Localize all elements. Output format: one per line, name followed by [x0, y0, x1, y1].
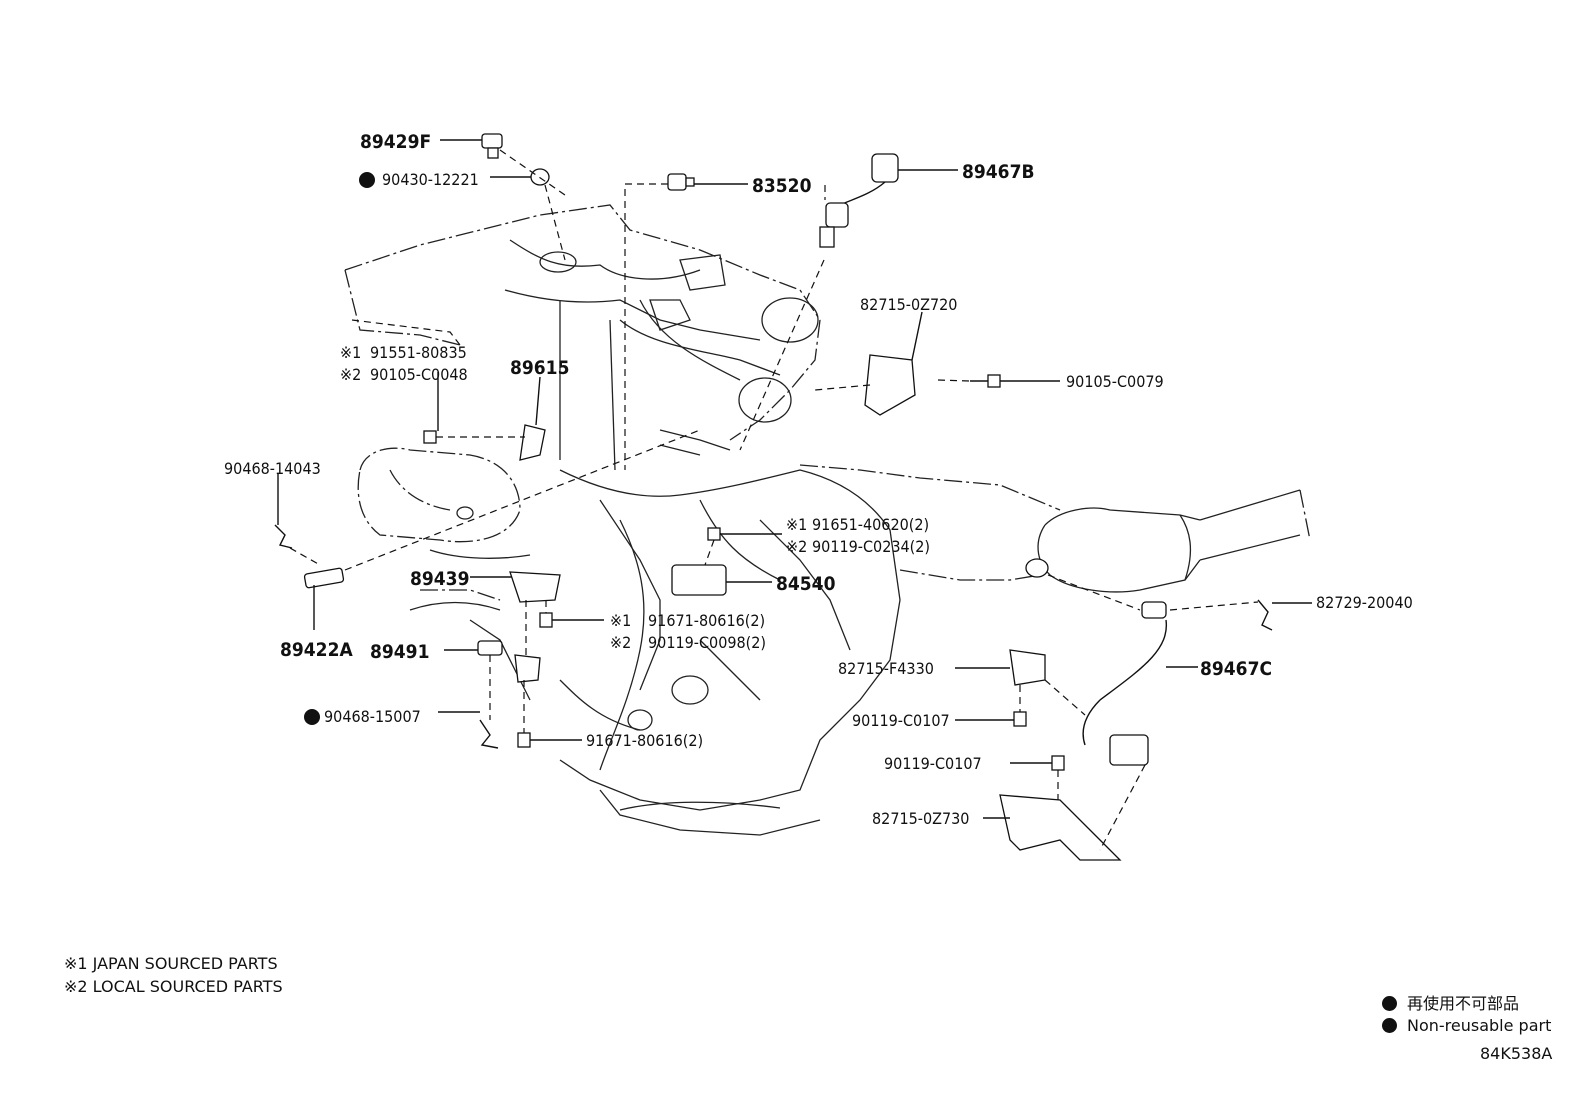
label-91651-40620: 91651-40620(2) [812, 515, 929, 534]
mark-japan-sourced-2: ※1 [786, 515, 807, 534]
label-90119-C0234: 90119-C0234(2) [812, 537, 930, 556]
mark-local-sourced-2: ※2 [786, 537, 807, 556]
label-91671-80616-a: 91671-80616(2) [648, 611, 765, 630]
label-90119-C0107-b: 90119-C0107 [884, 754, 982, 773]
label-90119-C0107-a: 90119-C0107 [852, 711, 950, 730]
engine-assembly-drawing [344, 204, 901, 836]
label-91551-80835: 91551-80835 [370, 343, 467, 362]
leader-lines [277, 139, 1312, 819]
non-reusable-dot-icon [359, 172, 375, 188]
label-89467B: 89467B [962, 161, 1035, 183]
label-89439: 89439 [410, 568, 469, 590]
label-89491: 89491 [370, 641, 429, 663]
mark-local-sourced-3: ※2 [610, 633, 631, 652]
label-90468-15007: 90468-15007 [324, 707, 421, 726]
illustration-code: 84K538A [1480, 1044, 1553, 1063]
legend-non-reusable-en: Non-reusable part [1382, 1016, 1551, 1035]
legend-en-text: Non-reusable part [1407, 1016, 1552, 1035]
label-82715-0Z730: 82715-0Z730 [872, 809, 969, 828]
footnote-local-sourced: ※2 LOCAL SOURCED PARTS [64, 977, 283, 996]
label-84540: 84540 [776, 573, 836, 595]
label-90468-14043: 90468-14043 [224, 459, 321, 478]
callout-labels: 89429F 90430-12221 83520 89467B 82715-0Z… [224, 131, 1413, 828]
footnote-japan-sourced: ※1 JAPAN SOURCED PARTS [64, 954, 278, 973]
label-90105-C0048: 90105-C0048 [370, 365, 468, 384]
label-91671-80616-b: 91671-80616(2) [586, 731, 703, 750]
label-83520: 83520 [752, 175, 812, 197]
label-89429F: 89429F [360, 131, 431, 153]
label-90430-12221: 90430-12221 [382, 170, 479, 189]
mark-japan-sourced-3: ※1 [610, 611, 631, 630]
non-reusable-dot-icon [1382, 1018, 1397, 1033]
label-82729-20040: 82729-20040 [1316, 593, 1413, 612]
label-82715-F4330: 82715-F4330 [838, 659, 934, 678]
mark-japan-sourced: ※1 [340, 343, 361, 362]
part-symbols [274, 133, 1273, 861]
legend-non-reusable-jp: 再使用不可部品 [1382, 990, 1519, 1014]
exhaust-pipe-drawing [799, 464, 1311, 593]
label-89422A: 89422A [280, 639, 353, 661]
mark-local-sourced: ※2 [340, 365, 361, 384]
assembly-dashed-lines [289, 149, 1259, 851]
label-89615: 89615 [510, 357, 569, 379]
non-reusable-dot-icon [304, 709, 320, 725]
legend-jp-text: 再使用不可部品 [1407, 994, 1520, 1013]
label-82715-0Z720: 82715-0Z720 [860, 295, 957, 314]
non-reusable-dot-icon [1382, 996, 1397, 1011]
label-90119-C0098: 90119-C0098(2) [648, 633, 766, 652]
label-89467C: 89467C [1200, 658, 1272, 680]
label-90105-C0079: 90105-C0079 [1066, 372, 1164, 391]
